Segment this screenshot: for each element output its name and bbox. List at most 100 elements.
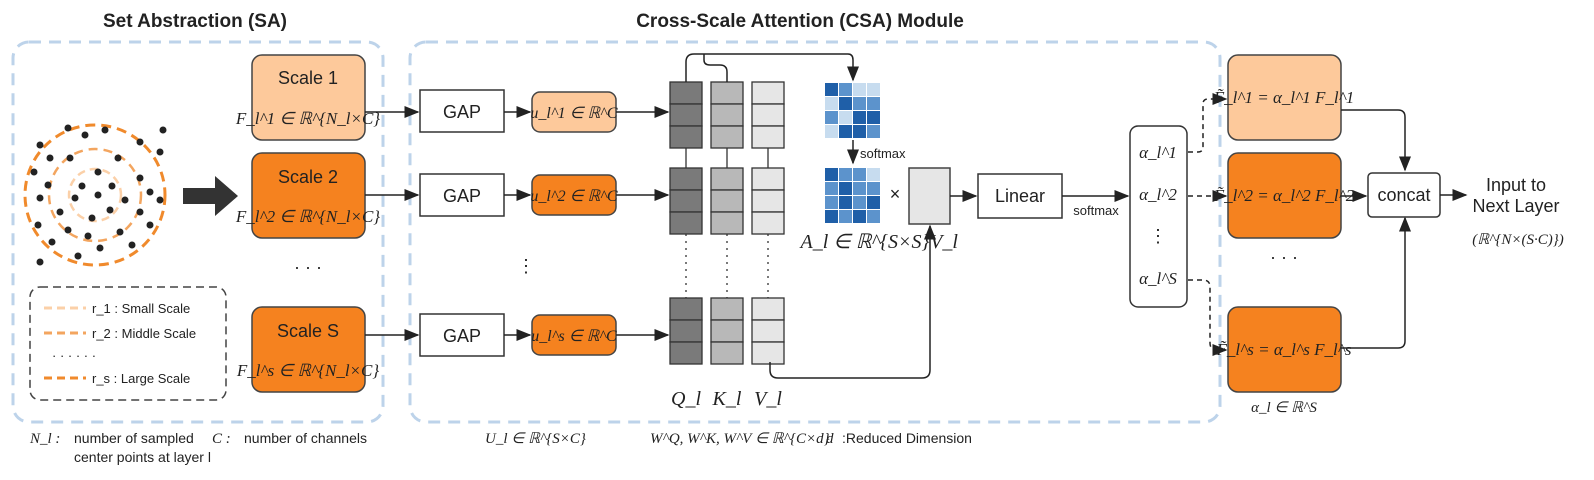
- k-matrix-cell: [710, 211, 744, 235]
- attention-formula: A_l ∈ ℝ^{S×S}: [799, 231, 930, 253]
- times-sign: ×: [890, 184, 901, 204]
- q-label: Q_l: [671, 388, 701, 410]
- k-matrix-cell: [710, 319, 744, 343]
- v-matrix-cell: [751, 103, 785, 127]
- attention-cell: [853, 196, 866, 209]
- attention-cell: [853, 182, 866, 195]
- gap-box-2: [419, 173, 505, 217]
- footnote-nl-symbol: N_l :: [29, 431, 60, 447]
- attention-cell: [867, 111, 880, 124]
- footnote-w-formula: W^Q, W^K, W^V ∈ ℝ^{C×d}: [650, 431, 830, 447]
- gap-label-s: GAP: [443, 326, 481, 346]
- legend-box: [29, 286, 227, 401]
- scale-2-label: Scale 2: [278, 167, 338, 187]
- attention-cell: [853, 111, 866, 124]
- line-k-attn: [703, 54, 728, 82]
- u-formula-1: u_l^1 ∈ ℝ^C: [530, 105, 618, 122]
- gap-label-2: GAP: [443, 186, 481, 206]
- gap-box-1: [419, 89, 505, 133]
- sa-region: [11, 40, 385, 424]
- footnote-nl-text1: number of sampled: [74, 430, 194, 446]
- csa-title: Cross-Scale Attention (CSA) Module: [636, 11, 964, 32]
- attention-cell: [825, 83, 838, 96]
- q-matrix-cell: [669, 125, 703, 149]
- next-layer-line2: Next Layer: [1472, 196, 1559, 216]
- q-matrix-cell: [669, 341, 703, 365]
- scale-dots: · · ·: [294, 257, 322, 277]
- footnote-d-symbol: d: [826, 431, 834, 447]
- legend-r2: r_2 : Middle Scale: [92, 326, 196, 341]
- scale-s-box: [251, 306, 366, 393]
- output-1-box: [1227, 54, 1342, 141]
- v-matrix-cell: [751, 319, 785, 343]
- q-matrix-cell: [669, 297, 703, 321]
- k-matrix-cell: [710, 297, 744, 321]
- attention-cell: [853, 210, 866, 223]
- next-layer-dim: (ℝ^{N×(S·C)}): [1472, 232, 1564, 248]
- v-box-label: V_l: [930, 231, 958, 253]
- footnote-d-text: :Reduced Dimension: [842, 430, 972, 446]
- attention-cell: [825, 196, 838, 209]
- arrow-outs-concat: [1341, 216, 1411, 349]
- q-matrix-cell: [669, 189, 703, 213]
- scale-1-box: [251, 54, 366, 141]
- footnote-c-symbol: C :: [212, 431, 231, 447]
- attention-cell: [839, 182, 852, 195]
- k-matrix-cell: [710, 167, 744, 191]
- v-matrix-cell: [751, 125, 785, 149]
- k-matrix-cell: [710, 103, 744, 127]
- v-matrix-cell: [751, 297, 785, 321]
- attention-cell: [867, 83, 880, 96]
- legend-rs: r_s : Large Scale: [92, 371, 190, 386]
- scale-1-label: Scale 1: [278, 68, 338, 88]
- attention-cell: [839, 196, 852, 209]
- attention-cell: [867, 168, 880, 181]
- output-1-formula: F̃_l^1 = α_l^1 F_l^1: [1213, 88, 1355, 107]
- q-matrix-cell: [669, 103, 703, 127]
- legend-dots: · · · · · ·: [52, 348, 96, 363]
- attention-cell: [839, 125, 852, 138]
- arrow-alphas-out: [1188, 279, 1228, 356]
- attention-cell: [825, 125, 838, 138]
- output-s-formula: F̃_l^s = α_l^s F_l^s: [1216, 340, 1352, 359]
- legend-r1: r_1 : Small Scale: [92, 301, 190, 316]
- v-matrix-cell: [751, 81, 785, 105]
- attention-cell: [825, 97, 838, 110]
- footnote-nl-text2: center points at layer l: [74, 449, 211, 465]
- attention-cell: [867, 210, 880, 223]
- q-matrix-cell: [669, 211, 703, 235]
- v-box: [908, 167, 951, 225]
- attention-cell: [839, 111, 852, 124]
- alpha-1: α_l^1: [1139, 143, 1177, 162]
- u-formula-2: u_l^2 ∈ ℝ^C: [530, 188, 618, 205]
- footnote-u-formula: U_l ∈ ℝ^{S×C}: [485, 431, 586, 447]
- k-matrix-cell: [710, 189, 744, 213]
- gap-label-1: GAP: [443, 102, 481, 122]
- arrow-v-up: [769, 224, 936, 379]
- attention-cell: [867, 196, 880, 209]
- next-layer-line1: Input to: [1486, 175, 1546, 195]
- v-matrix-cell: [751, 167, 785, 191]
- softmax-label-2: softmax: [1073, 203, 1119, 218]
- k-matrix-cell: [710, 341, 744, 365]
- attention-cell: [867, 182, 880, 195]
- footnote-c-text: number of channels: [244, 430, 367, 446]
- arrow-q-attn: [685, 53, 859, 82]
- k-matrix-cell: [710, 81, 744, 105]
- u-vdots: ⋮: [517, 256, 535, 276]
- alpha-box: [1129, 125, 1188, 308]
- sa-title: Set Abstraction (SA): [103, 11, 287, 32]
- v-matrix-cell: [751, 189, 785, 213]
- v-matrix-cell: [751, 341, 785, 365]
- output-s-box: [1227, 306, 1342, 393]
- attention-cell: [839, 83, 852, 96]
- alpha-s: α_l^S: [1139, 269, 1177, 288]
- alpha-2: α_l^2: [1139, 185, 1177, 204]
- attention-cell: [853, 168, 866, 181]
- attention-cell: [853, 97, 866, 110]
- softmax-label-1: softmax: [860, 146, 906, 161]
- scale-s-label: Scale S: [277, 321, 339, 341]
- attention-cell: [853, 83, 866, 96]
